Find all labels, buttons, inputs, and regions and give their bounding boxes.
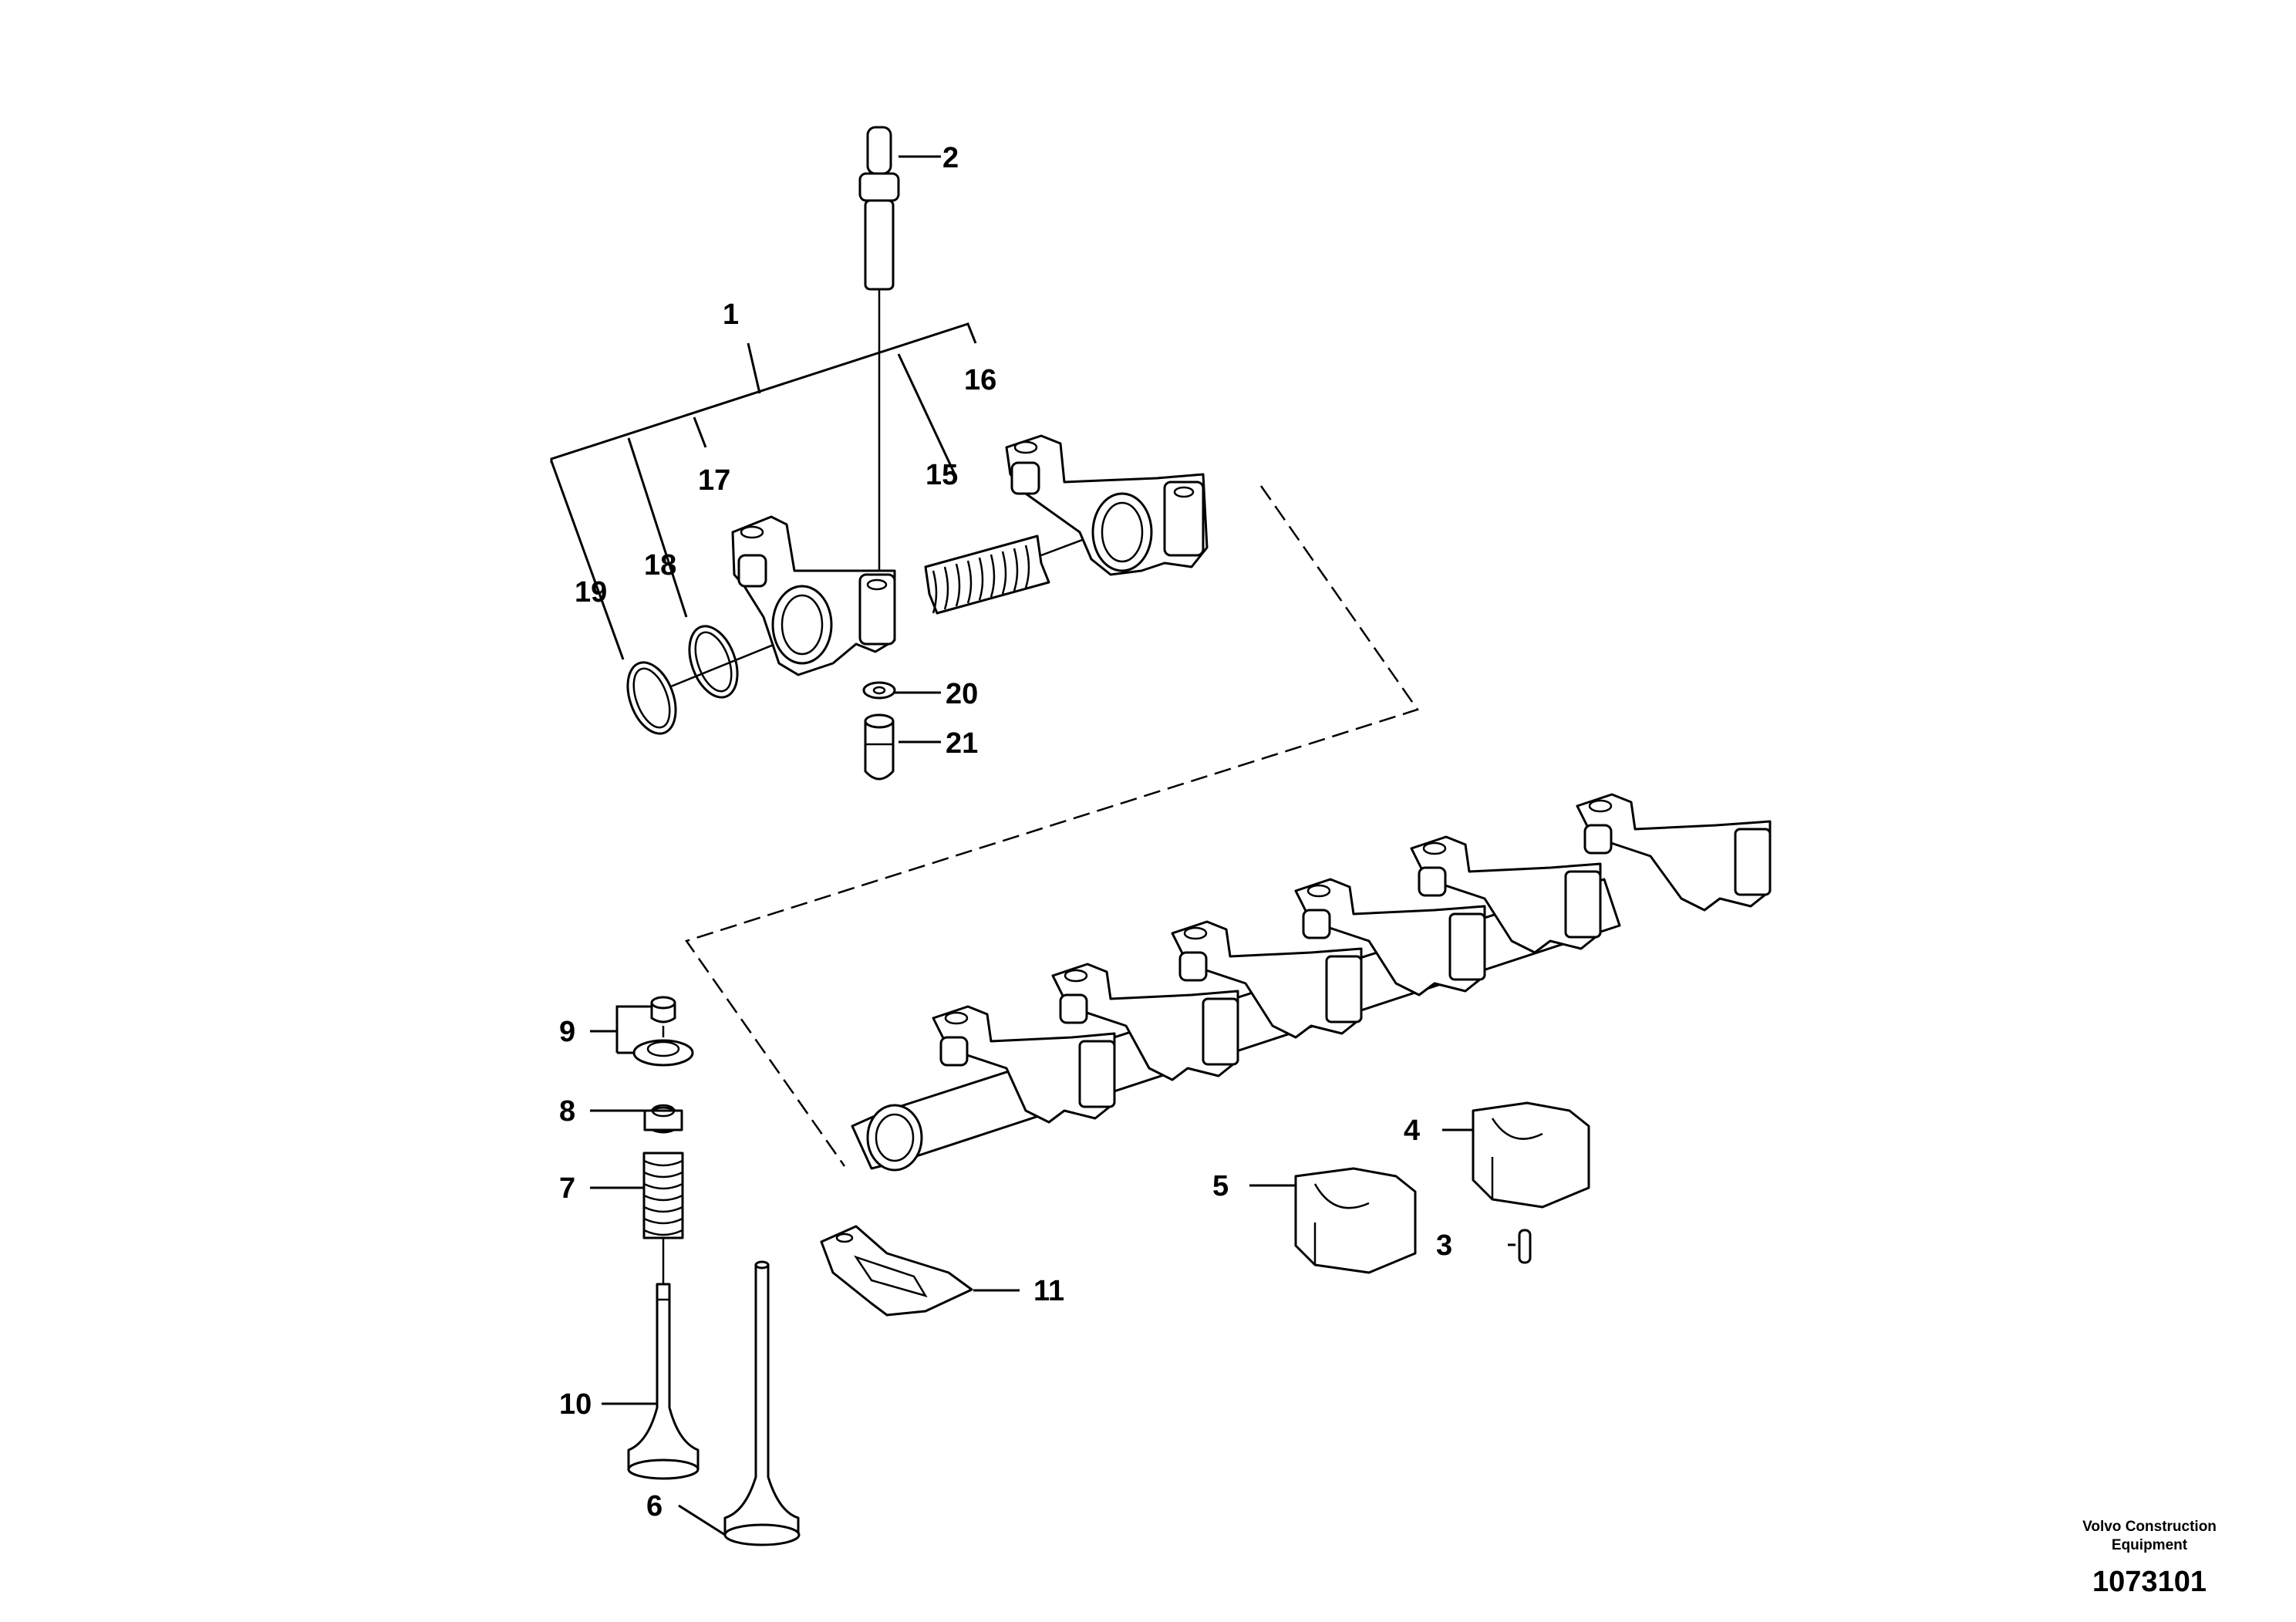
shaft-rocker-arm-4 <box>1294 878 1486 996</box>
part-2-adjusting-screw <box>858 126 900 586</box>
part-20-washer <box>862 681 896 700</box>
callout-8: 8 <box>559 1095 575 1128</box>
callout-3: 3 <box>1436 1229 1452 1262</box>
leader-lines <box>590 155 1515 1536</box>
part-5-bearing-bracket <box>1294 1167 1417 1274</box>
part-6-valve <box>723 1260 801 1546</box>
callout-labels: 2 1 16 17 15 18 19 20 21 9 8 7 4 5 3 11 … <box>559 142 1452 1523</box>
shaft-rocker-arm-5 <box>1410 835 1602 954</box>
shaft-rocker-arm-1 <box>932 1005 1116 1124</box>
callout-5: 5 <box>1212 1170 1229 1202</box>
shaft-rocker-arm-3 <box>1171 920 1363 1039</box>
part-11-valve-bridge <box>820 1225 973 1317</box>
part-4-bearing-bracket <box>1472 1101 1590 1209</box>
part-17-rocker-arm <box>731 515 896 676</box>
part-21-ball-button <box>864 713 895 781</box>
callout-17: 17 <box>698 464 730 497</box>
part-16-rocker-arm <box>1005 434 1209 576</box>
part-7-valve-spring <box>642 1152 684 1284</box>
detail-frame-dashed <box>684 485 1420 1167</box>
part-8-spring-retainer <box>643 1104 683 1134</box>
illustration-number: 1073101 <box>2092 1566 2207 1598</box>
callout-16: 16 <box>964 364 996 396</box>
part-15-spring <box>924 534 1050 615</box>
shaft-rocker-arm-2 <box>1051 963 1239 1081</box>
part-19-circlip <box>626 661 677 735</box>
callout-18: 18 <box>644 549 676 582</box>
footer-block: Volvo Construction Equipment 1073101 <box>2049 1518 2250 1599</box>
part-3-pin <box>1518 1229 1532 1264</box>
rocker-shaft-assembly <box>851 793 1772 1172</box>
bracket-item-1 <box>550 322 977 660</box>
part-18-washer <box>688 625 739 699</box>
callout-1: 1 <box>723 298 739 331</box>
callout-20: 20 <box>946 678 978 710</box>
callout-21: 21 <box>946 727 978 760</box>
callout-7: 7 <box>559 1172 575 1205</box>
callout-15: 15 <box>925 459 958 491</box>
callout-2: 2 <box>942 142 959 174</box>
part-9-valve-cap-rotator <box>632 996 694 1067</box>
part-10-valve <box>627 1283 700 1480</box>
brand-line-2: Equipment <box>2111 1537 2188 1553</box>
callout-4: 4 <box>1404 1114 1420 1147</box>
callout-6: 6 <box>646 1490 663 1523</box>
callout-19: 19 <box>575 576 607 609</box>
callout-9: 9 <box>559 1016 575 1048</box>
shaft-rocker-arm-6 <box>1576 793 1772 912</box>
callout-10: 10 <box>559 1388 592 1421</box>
brand-line-1: Volvo Construction <box>2082 1519 2217 1535</box>
callout-11: 11 <box>1033 1275 1064 1307</box>
